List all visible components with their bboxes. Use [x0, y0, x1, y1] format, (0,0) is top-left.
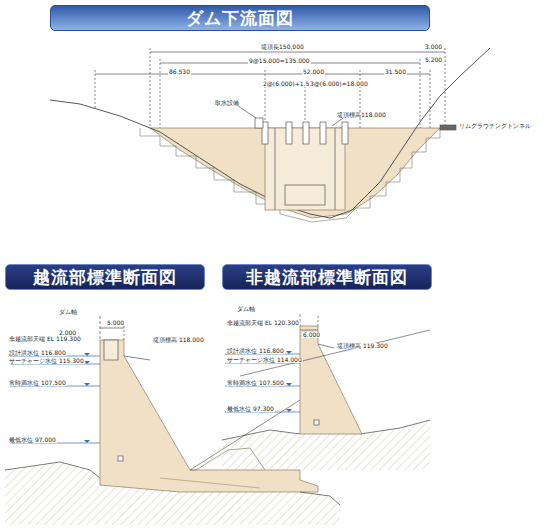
- dimension-label: 9@15.000=135.000: [248, 58, 311, 64]
- dimension-label: リムグラウチングトンネル: [458, 123, 532, 129]
- title-banner: ダム下流面図: [50, 5, 430, 31]
- dimension-label: 堤頂長150,000: [260, 44, 305, 50]
- dimension-label: サーチャージ水位 115.300: [8, 358, 85, 364]
- dimension-label: 常時満水位 107.500: [226, 380, 285, 386]
- dimension-label: 設計洪水位 116.800: [8, 350, 67, 356]
- dimension-label: 5.000: [106, 320, 125, 326]
- dimension-label: 3.000: [424, 44, 443, 50]
- title-text: 非越流部標準断面図: [246, 266, 408, 289]
- dimension-label: 堤頂標高 119.300: [336, 343, 389, 349]
- title-text: 越流部標準断面図: [33, 266, 177, 289]
- title-banner: 非越流部標準断面図: [222, 264, 432, 290]
- dimension-label: 52.000: [302, 69, 325, 75]
- dimension-label: 非越流部天端 EL 120.300: [226, 320, 300, 326]
- dimension-label: 3@(6.000)=18.000: [309, 81, 369, 87]
- dimension-label: ダム軸: [236, 306, 256, 312]
- dimension-label: 31.500: [384, 69, 407, 75]
- dimension-label: 最低水位 97.300: [226, 406, 275, 412]
- dimension-label: 最低水位 97.000: [8, 437, 57, 443]
- dimension-label: 設計洪水位 116.800: [226, 348, 285, 354]
- dimension-label: 非越流部天端 EL 119.300: [8, 336, 82, 342]
- dimension-label: 6.000: [302, 332, 321, 338]
- title-banner: 越流部標準断面図: [5, 264, 205, 290]
- dimension-label: 5.200: [424, 57, 443, 63]
- dimension-label: 堤頂標高118.000: [336, 112, 387, 118]
- dimension-label: サーチャージ水位 114.000: [226, 357, 303, 363]
- dimension-label: 常時満水位 107.500: [8, 380, 67, 386]
- non-overflow-section: [222, 314, 430, 470]
- dimension-label: 86.530: [168, 69, 191, 75]
- dimension-label: ダム軸: [58, 309, 78, 315]
- overflow-section: [5, 316, 340, 525]
- title-text: ダム下流面図: [186, 7, 294, 30]
- dimension-label: 堤頂標高 118.000: [152, 337, 205, 343]
- downstream-elevation: [50, 48, 490, 222]
- dimension-label: 取水設備: [214, 100, 240, 106]
